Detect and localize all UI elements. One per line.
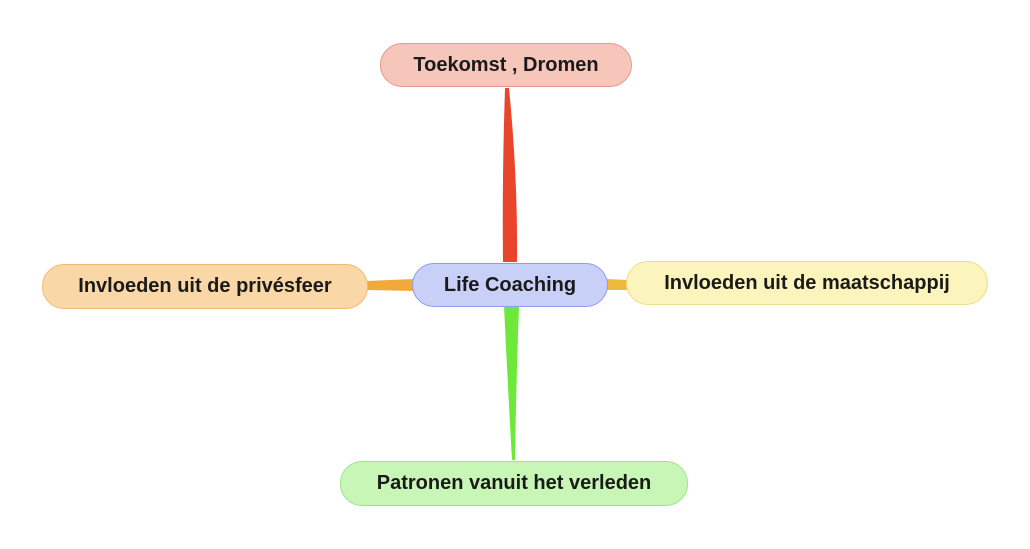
branch-node-privesfeer[interactable]: Invloeden uit de privésfeer [42,264,368,309]
connector-top [502,88,518,262]
branch-node-maatschappij[interactable]: Invloeden uit de maatschappij [626,261,988,305]
connector-right [607,279,627,290]
branch-label: Patronen vanuit het verleden [376,472,652,494]
branch-label: Toekomst , Dromen [413,53,599,76]
central-node-life-coaching[interactable]: Life Coaching [412,263,608,307]
connector-left [367,279,414,291]
connector-bottom [504,306,519,460]
branch-node-toekomst-dromen[interactable]: Toekomst , Dromen [380,43,632,87]
central-label: Life Coaching [443,273,577,296]
branch-node-patronen-verleden[interactable]: Patronen vanuit het verleden [340,461,688,506]
branch-label: Invloeden uit de maatschappij [664,271,950,294]
branch-label: Invloeden uit de privésfeer [78,275,332,297]
